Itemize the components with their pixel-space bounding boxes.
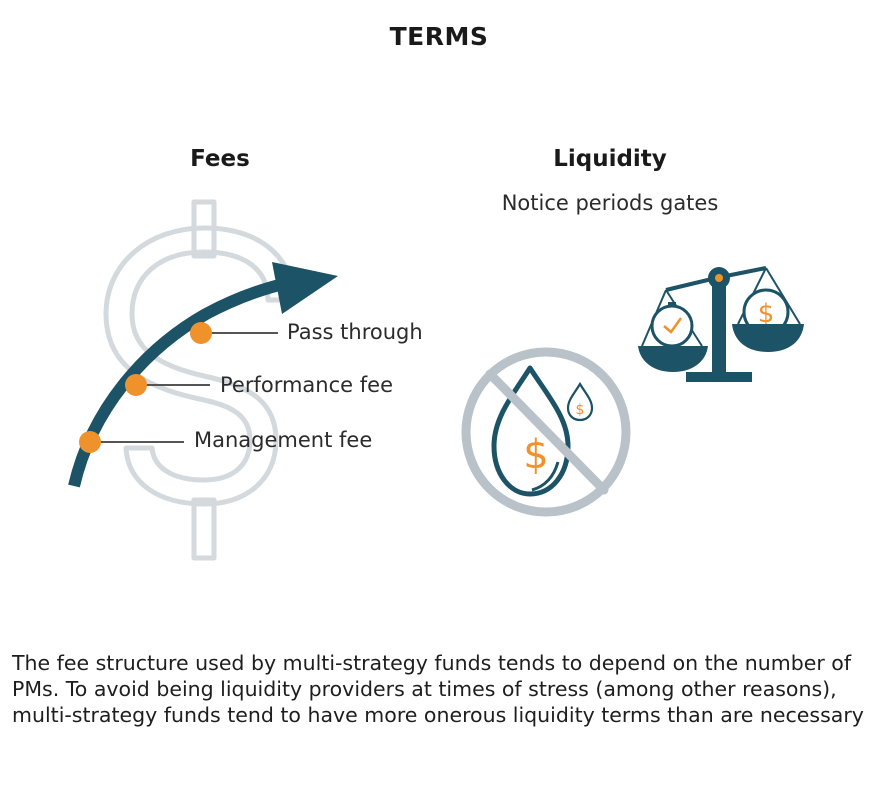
performance-fee-label: Performance fee bbox=[220, 373, 393, 397]
liquidity-subtitle: Notice periods gates bbox=[501, 191, 719, 215]
svg-text:$: $ bbox=[523, 432, 548, 478]
pass-through-node bbox=[190, 322, 212, 344]
balance-scale-icon: $ bbox=[638, 266, 804, 382]
performance-fee-node bbox=[125, 374, 147, 396]
pass-through-label: Pass through bbox=[287, 320, 423, 344]
growth-arrow-icon bbox=[68, 262, 338, 488]
caption-text: The fee structure used by multi-strategy… bbox=[12, 651, 864, 727]
management-fee-label: Management fee bbox=[194, 428, 373, 452]
management-fee-node bbox=[79, 431, 101, 453]
no-liquidity-drop-icon: $ $ bbox=[461, 347, 631, 517]
svg-text:$: $ bbox=[758, 299, 775, 329]
liquidity-heading: Liquidity bbox=[553, 146, 667, 172]
fees-heading: Fees bbox=[190, 146, 250, 172]
page-title: TERMS bbox=[389, 22, 489, 51]
dollar-sign-icon bbox=[103, 199, 297, 561]
svg-text:$: $ bbox=[576, 402, 585, 418]
